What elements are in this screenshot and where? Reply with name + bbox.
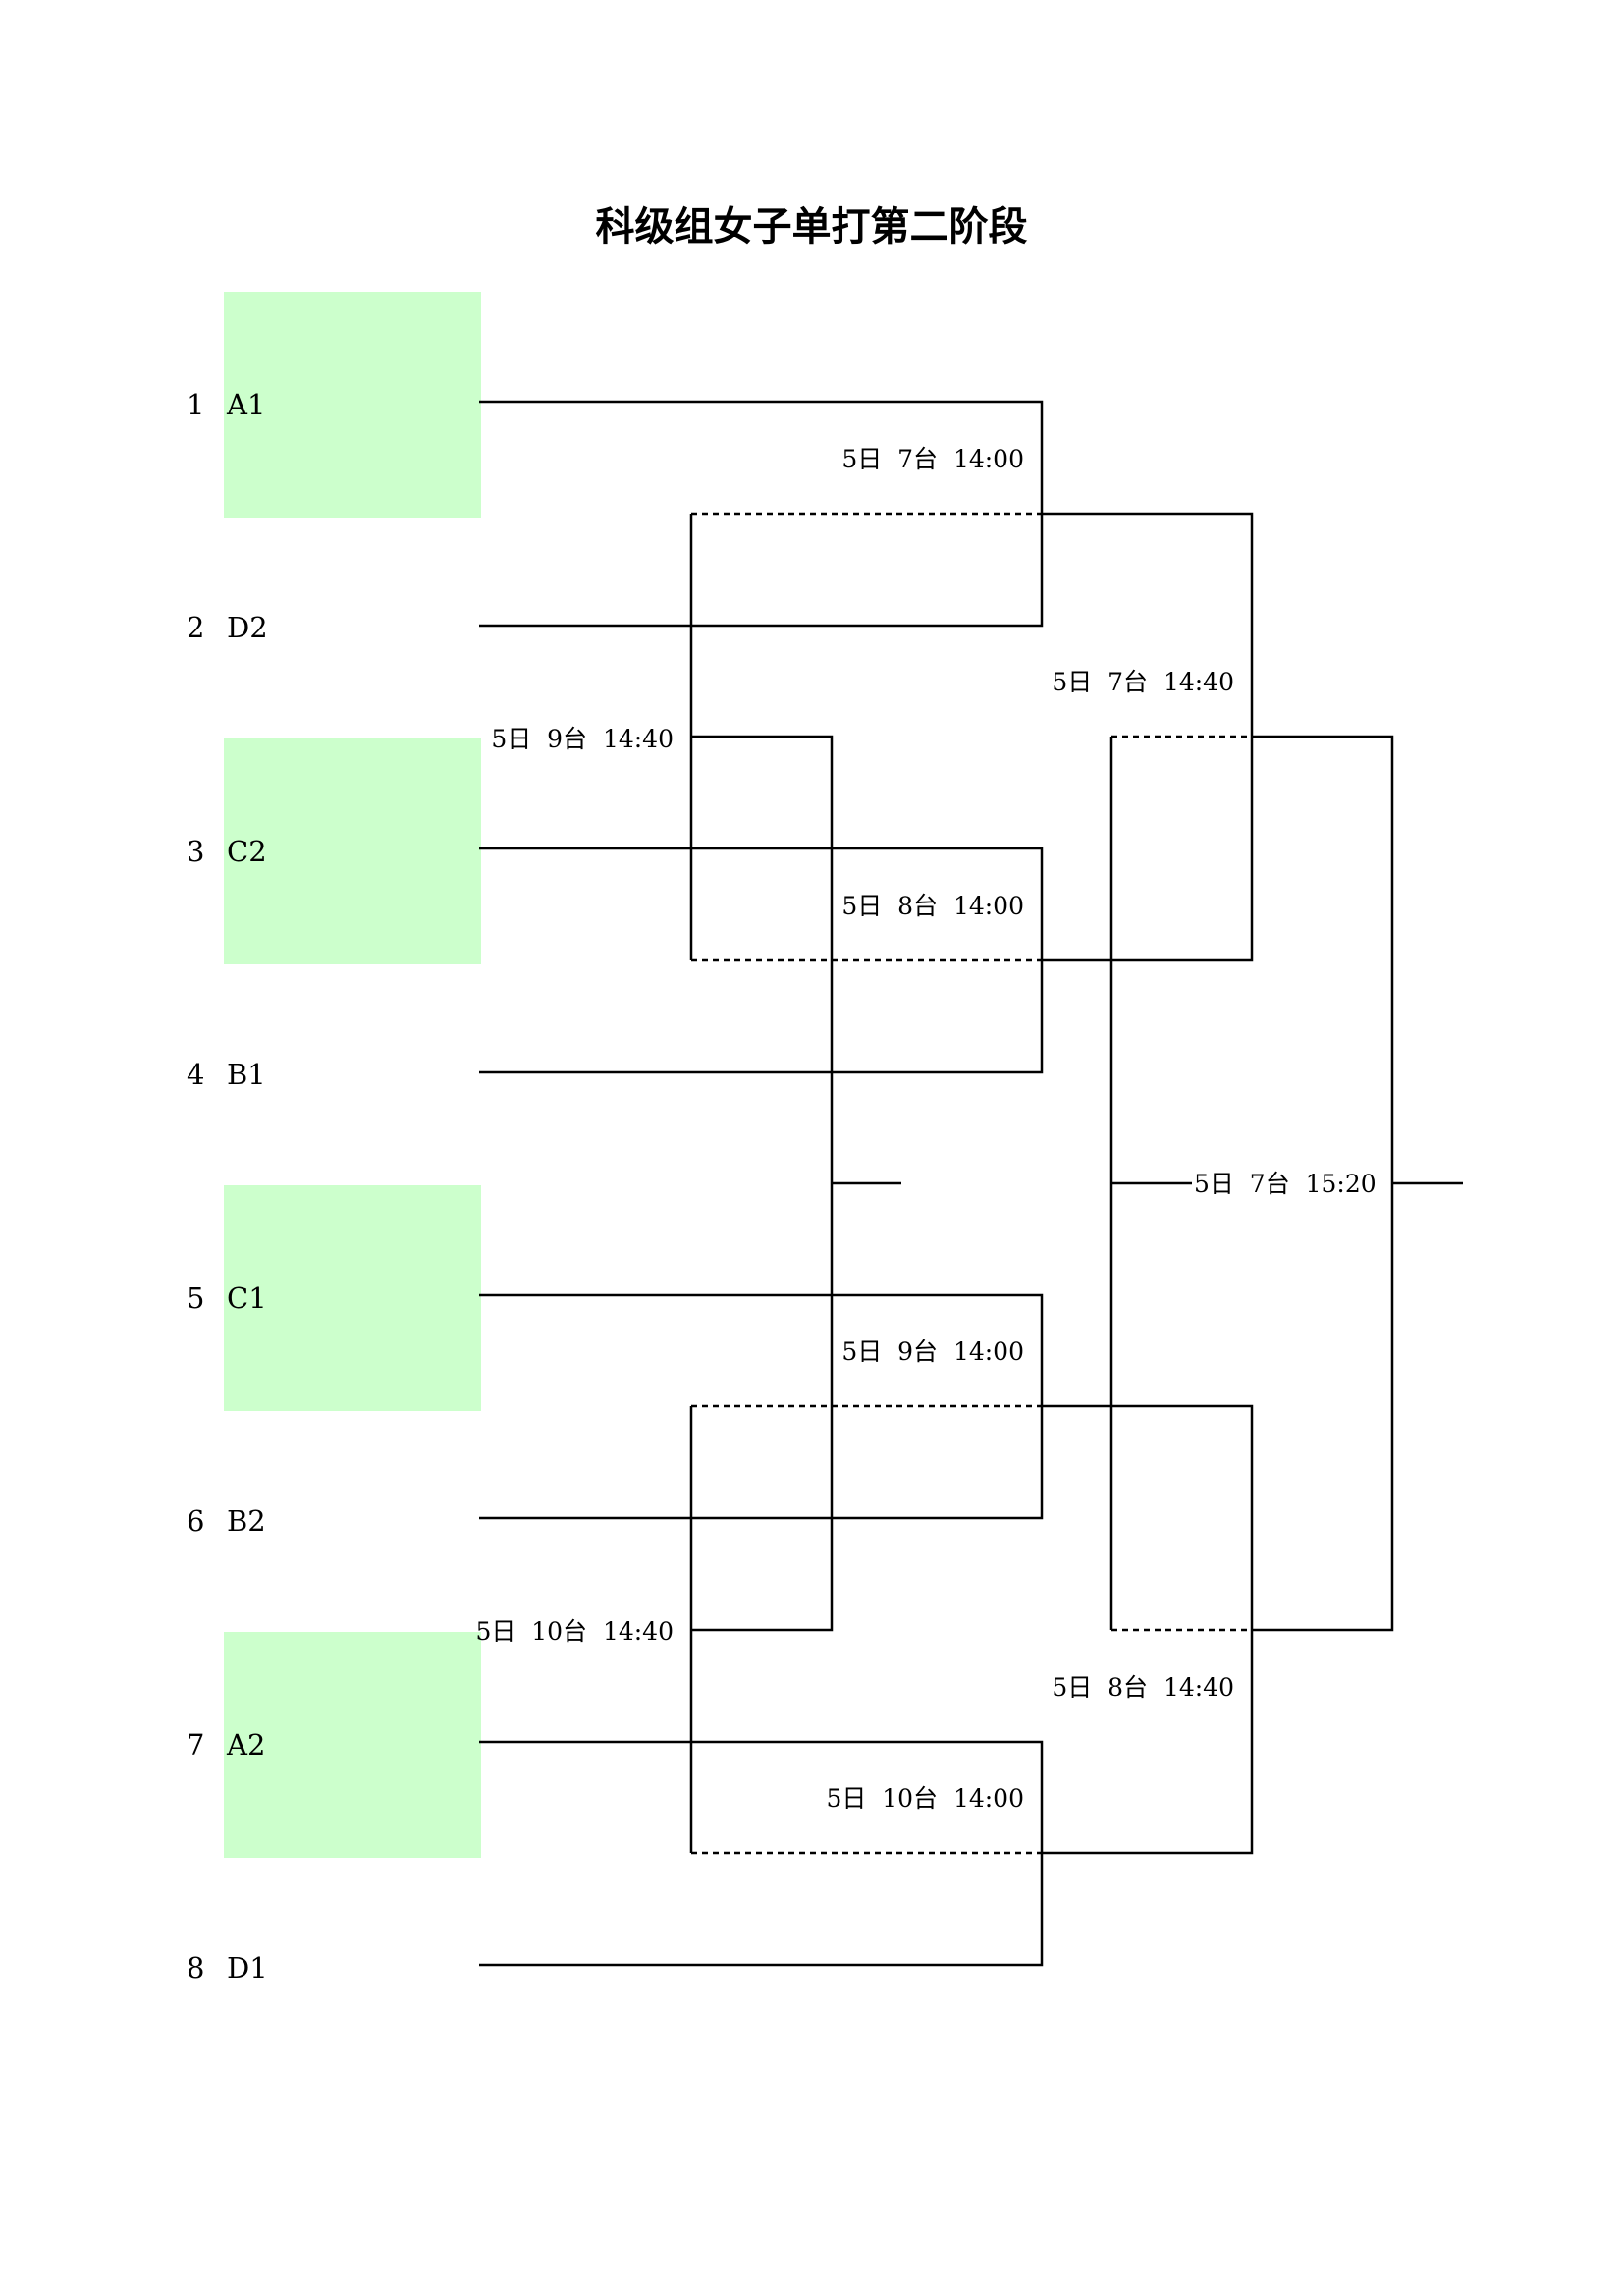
team-name: D2 [227, 611, 268, 644]
match-schedule-label: 5日 8台 14:00 [841, 892, 1024, 920]
match-schedule-label: 5日 9台 14:00 [841, 1338, 1024, 1366]
team-name: A2 [227, 1728, 266, 1762]
team-name: D1 [227, 1951, 268, 1985]
team-name: A1 [227, 388, 266, 421]
seed-number: 5 [187, 1282, 205, 1315]
seed-number: 4 [187, 1058, 205, 1091]
team-name: C2 [227, 835, 267, 868]
match-schedule-label: 5日 8台 14:40 [1052, 1673, 1234, 1702]
highlight-block-5 [224, 1185, 481, 1411]
seed-number: 8 [187, 1951, 205, 1985]
highlight-block-3 [224, 738, 481, 964]
team-name: C1 [227, 1282, 267, 1315]
page-title: 科级组女子单打第二阶段 [595, 204, 1028, 249]
match-schedule-label: 5日 7台 14:40 [1052, 668, 1234, 696]
match-schedule-label: 5日 7台 15:20 [1194, 1170, 1377, 1198]
team-name: B1 [227, 1058, 266, 1091]
seed-number: 2 [187, 611, 205, 644]
match-schedule-label: 5日 10台 14:00 [826, 1784, 1024, 1813]
team-name: B2 [227, 1504, 266, 1538]
highlight-block-7 [224, 1632, 481, 1858]
seed-number: 3 [187, 835, 205, 868]
seed-number: 7 [187, 1728, 205, 1762]
seed-number: 1 [187, 388, 205, 421]
seed-number: 6 [187, 1504, 205, 1538]
match-schedule-label: 5日 9台 14:40 [491, 725, 674, 753]
match-schedule-label: 5日 7台 14:00 [841, 445, 1024, 473]
bracket-line [691, 735, 834, 1632]
match-schedule-label: 5日 10台 14:40 [475, 1617, 674, 1646]
highlight-block-1 [224, 292, 481, 518]
